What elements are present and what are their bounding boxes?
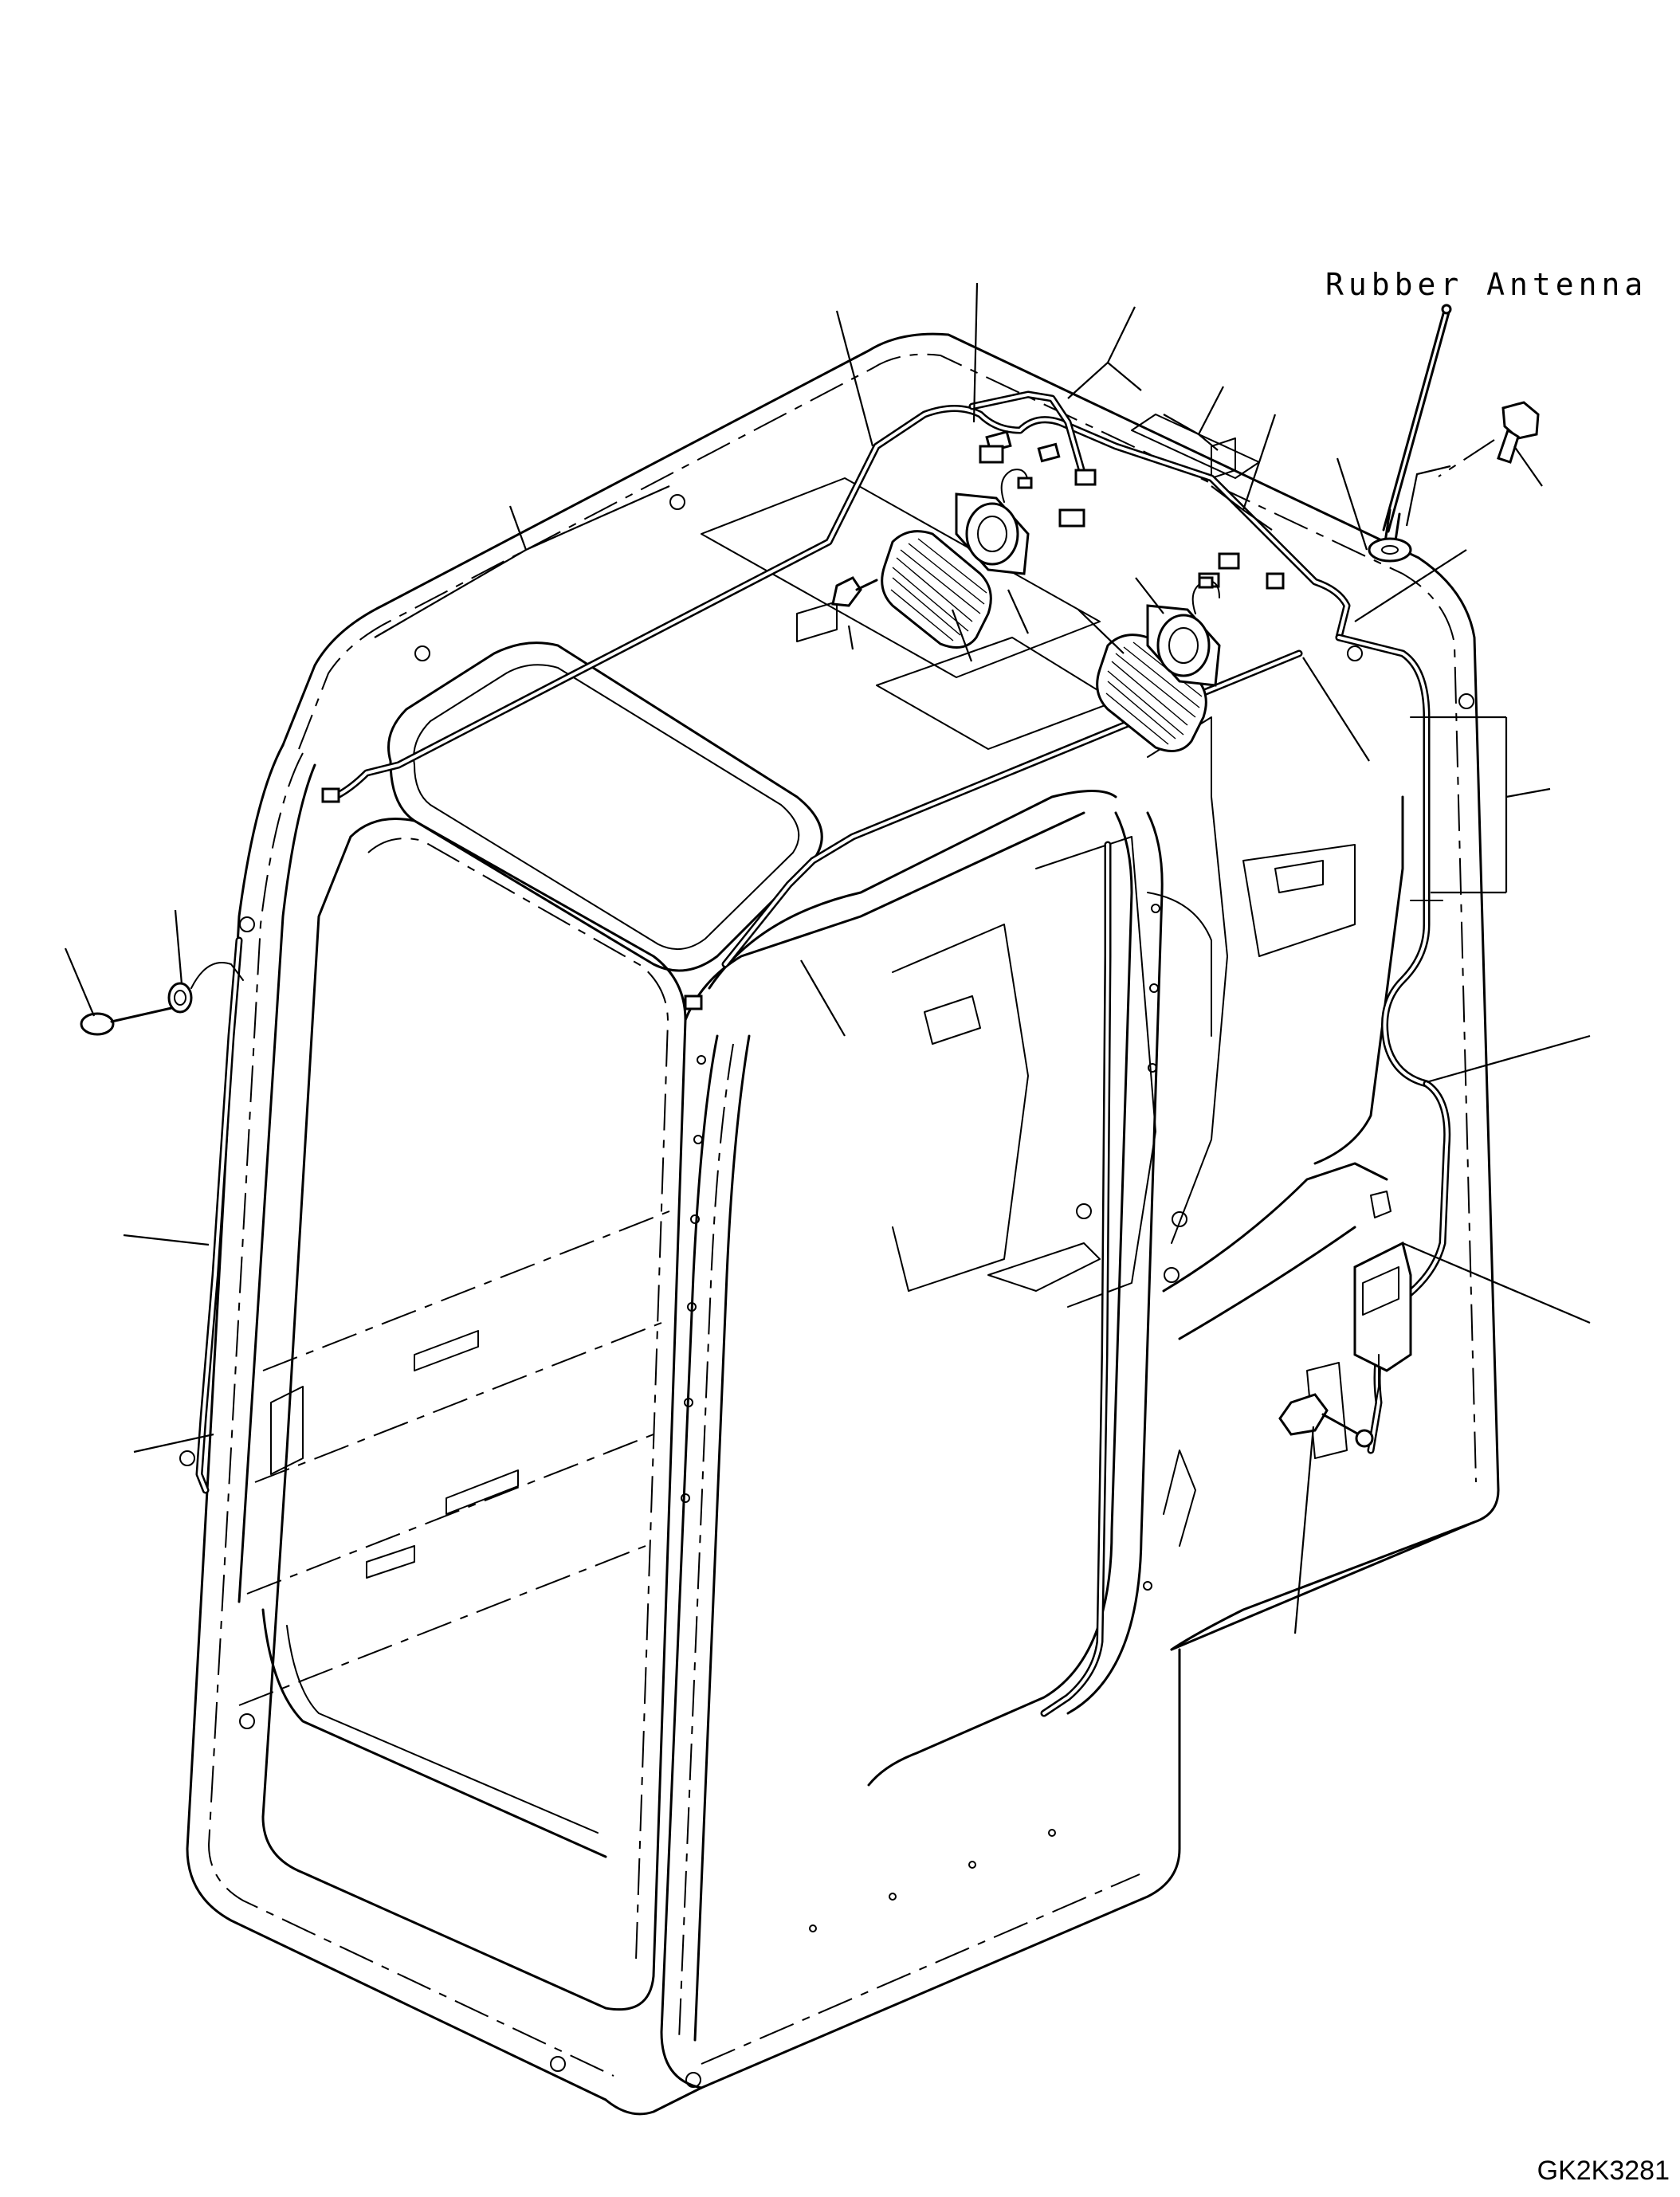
leader-lines: [64, 282, 1591, 1634]
roof-harness: [331, 390, 1351, 968]
speaker-screw: [831, 576, 878, 607]
cab-frame: [179, 332, 1500, 2116]
antenna-bolt: [1438, 401, 1540, 477]
rubber-antenna: [1368, 304, 1452, 563]
drawing-code: GK2K3281: [1537, 2156, 1670, 2186]
antenna-label: Rubber Antenna: [1325, 267, 1647, 302]
ground-bolt: [1278, 1354, 1380, 1448]
speaker-right: [1146, 576, 1221, 687]
front-pillar-harness: [195, 936, 243, 1494]
grommet: [80, 962, 244, 1036]
connector-bracket: [1306, 1191, 1412, 1459]
speaker-left: [955, 469, 1033, 575]
